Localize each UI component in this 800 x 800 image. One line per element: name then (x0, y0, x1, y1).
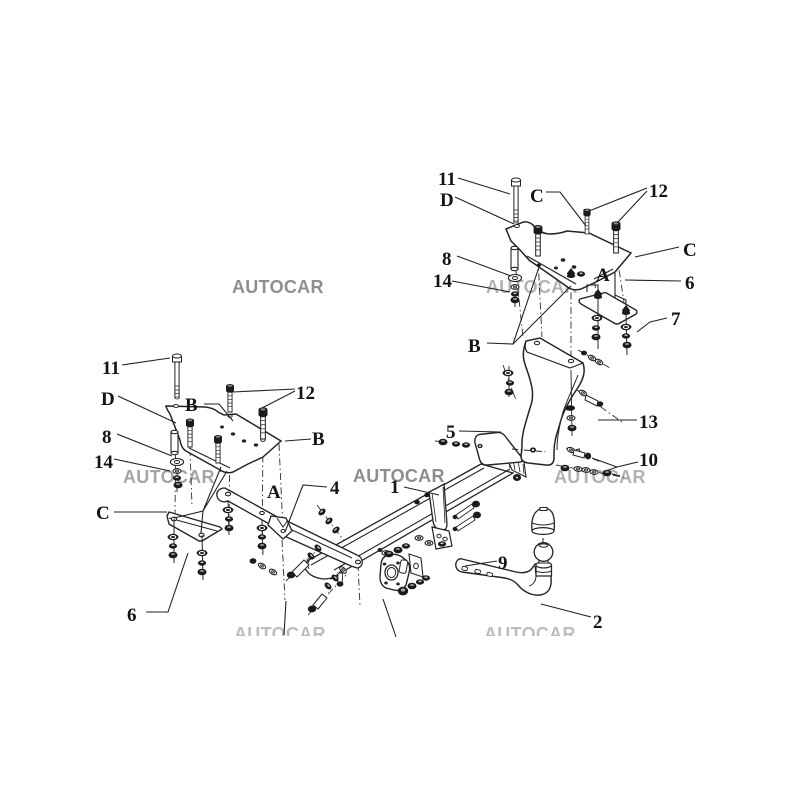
svg-text:13: 13 (639, 412, 658, 433)
svg-text:14: 14 (94, 452, 114, 473)
svg-text:AUTOCAR: AUTOCAR (232, 277, 324, 297)
svg-text:AUTOCAR: AUTOCAR (353, 466, 445, 486)
svg-text:AUTOCAR: AUTOCAR (554, 467, 646, 487)
svg-text:B: B (468, 336, 481, 357)
svg-text:12: 12 (649, 181, 668, 202)
svg-text:5: 5 (446, 422, 456, 443)
svg-text:D: D (440, 190, 454, 211)
svg-text:10: 10 (639, 450, 658, 471)
svg-text:11: 11 (102, 358, 120, 379)
svg-text:A: A (596, 265, 610, 286)
svg-text:1: 1 (390, 477, 400, 498)
svg-text:9: 9 (498, 553, 508, 574)
svg-text:8: 8 (102, 427, 112, 448)
svg-text:B: B (185, 395, 198, 416)
svg-text:7: 7 (671, 309, 681, 330)
svg-text:8: 8 (442, 249, 452, 270)
svg-text:C: C (683, 240, 697, 261)
svg-text:C: C (96, 503, 110, 524)
svg-text:AUTOCAR: AUTOCAR (123, 467, 215, 487)
svg-text:6: 6 (685, 273, 695, 294)
svg-text:4: 4 (330, 478, 340, 499)
svg-text:D: D (101, 389, 115, 410)
svg-text:2: 2 (593, 612, 603, 633)
svg-text:B: B (312, 429, 325, 450)
svg-text:6: 6 (127, 605, 137, 626)
svg-text:A: A (267, 482, 281, 503)
svg-text:11: 11 (438, 169, 456, 190)
svg-text:14: 14 (433, 271, 453, 292)
svg-text:12: 12 (296, 383, 315, 404)
svg-text:C: C (530, 186, 544, 207)
